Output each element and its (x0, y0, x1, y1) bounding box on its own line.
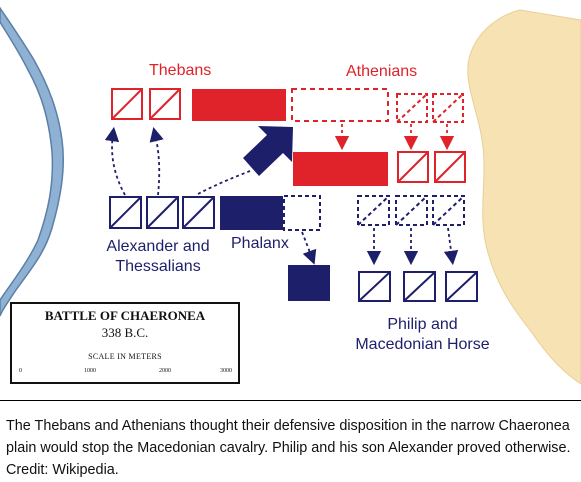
river (0, 6, 65, 317)
philip-original-position (357, 195, 465, 226)
macedonian-attack-arrow (243, 126, 293, 176)
hills (467, 9, 581, 385)
alexander-movement-arrows (104, 126, 317, 265)
athenian-advance-arrows (334, 124, 455, 151)
athenian-original-position (291, 88, 464, 123)
label-athenians: Athenians (346, 63, 418, 80)
phalanx-retreat-block (288, 265, 330, 301)
phalanx-block (220, 196, 283, 230)
athenian-infantry (293, 152, 388, 186)
legend-date: 338 B.C. (101, 325, 149, 340)
theban-infantry (192, 89, 286, 121)
phalanx-original (283, 195, 321, 231)
map-legend: BATTLE OF CHAERONEA 338 B.C. SCALE IN ME… (10, 302, 240, 384)
scale-tick-3000: 3000 (220, 368, 232, 374)
scale-tick-0: 0 (19, 368, 22, 374)
label-philip-macedonian-horse: Philip and Macedonian Horse (355, 316, 490, 353)
label-alexander-thessalians: Alexander and Thessalians (106, 238, 210, 275)
scale-tick-1000: 1000 (84, 368, 96, 374)
scale-tick-2000: 2000 (159, 368, 171, 374)
battle-map: N Thebans Athenians Alexander and Thessa… (0, 6, 581, 401)
legend-title: BATTLE OF CHAERONEA (44, 308, 206, 323)
label-thebans: Thebans (149, 62, 212, 79)
alexander-units (109, 195, 321, 231)
legend-scale-label: SCALE IN METERS (88, 352, 162, 361)
athenian-units (293, 151, 466, 186)
label-phalanx: Phalanx (231, 235, 289, 252)
map-canvas: N (0, 6, 581, 385)
philip-cavalry-units (358, 271, 478, 302)
theban-units (111, 88, 286, 121)
image-caption: The Thebans and Athenians thought their … (6, 418, 571, 478)
philip-retreat-arrows (366, 227, 459, 266)
